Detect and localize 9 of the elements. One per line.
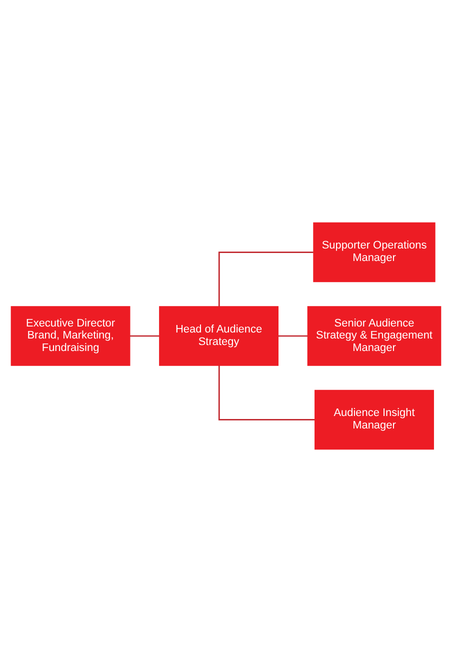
connector [278, 334, 308, 336]
connector [218, 251, 314, 306]
connector [130, 334, 160, 336]
node-box: Executive Director Brand, Marketing, Fundraising [10, 306, 130, 366]
node-box: Head of Audience Strategy [159, 306, 278, 366]
node-box: Supporter Operations Manager [313, 222, 436, 282]
connector [218, 365, 315, 420]
node-box: Senior Audience Strategy & Engagement Manager [307, 306, 442, 366]
node-box: Audience Insight Manager [314, 389, 434, 450]
